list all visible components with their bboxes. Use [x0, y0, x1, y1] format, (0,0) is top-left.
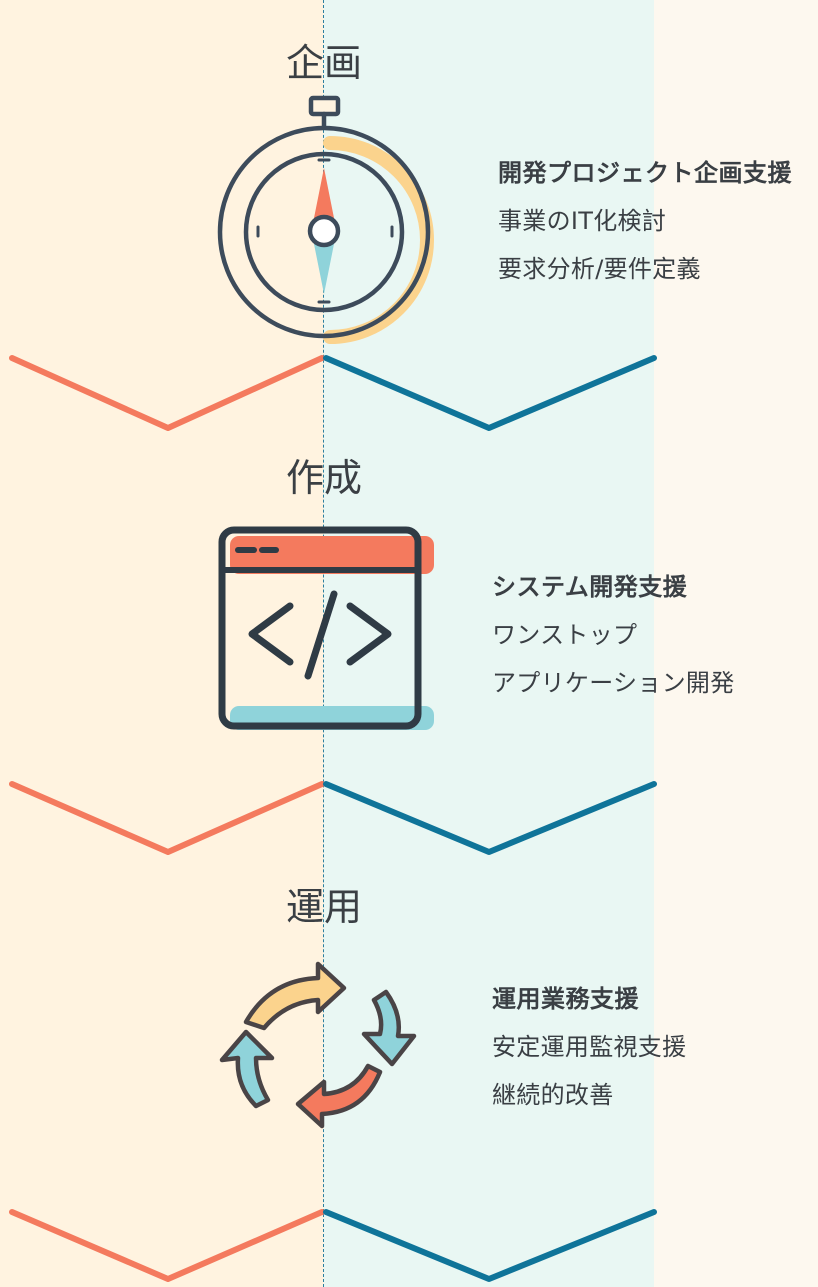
chevron-divider-3	[9, 1209, 657, 1282]
chevron-divider-1	[9, 355, 657, 431]
cycle-arrows-icon	[219, 961, 417, 1129]
stage-line: アプリケーション開発	[492, 669, 735, 697]
stage-line: 要求分析/要件定義	[498, 255, 701, 283]
stage-line: 継続的改善	[492, 1081, 614, 1109]
compass-icon	[217, 95, 434, 344]
stage-title-operation: 運用	[285, 885, 362, 929]
stage-description-build: システム開発支援 ワンストップ アプリケーション開発	[492, 575, 735, 695]
stage-line: 安定運用監視支援	[492, 1033, 687, 1061]
stage-heading: 運用業務支援	[492, 985, 639, 1013]
center-dashed-line	[323, 0, 324, 1287]
stage-title-planning: 企画	[285, 41, 362, 85]
code-window-icon	[218, 526, 434, 730]
stage-heading: 開発プロジェクト企画支援	[498, 159, 792, 187]
chevron-divider-2	[9, 781, 657, 855]
stage-description-planning: 開発プロジェクト企画支援 事業のIT化検討 要求分析/要件定義	[498, 161, 792, 281]
stage-title-build: 作成	[285, 456, 362, 500]
stage-line: ワンストップ	[492, 621, 638, 649]
stage-heading: システム開発支援	[492, 573, 688, 601]
stage-description-operation: 運用業務支援 安定運用監視支援 継続的改善	[492, 987, 686, 1107]
stage-line: 事業のIT化検討	[498, 207, 667, 235]
